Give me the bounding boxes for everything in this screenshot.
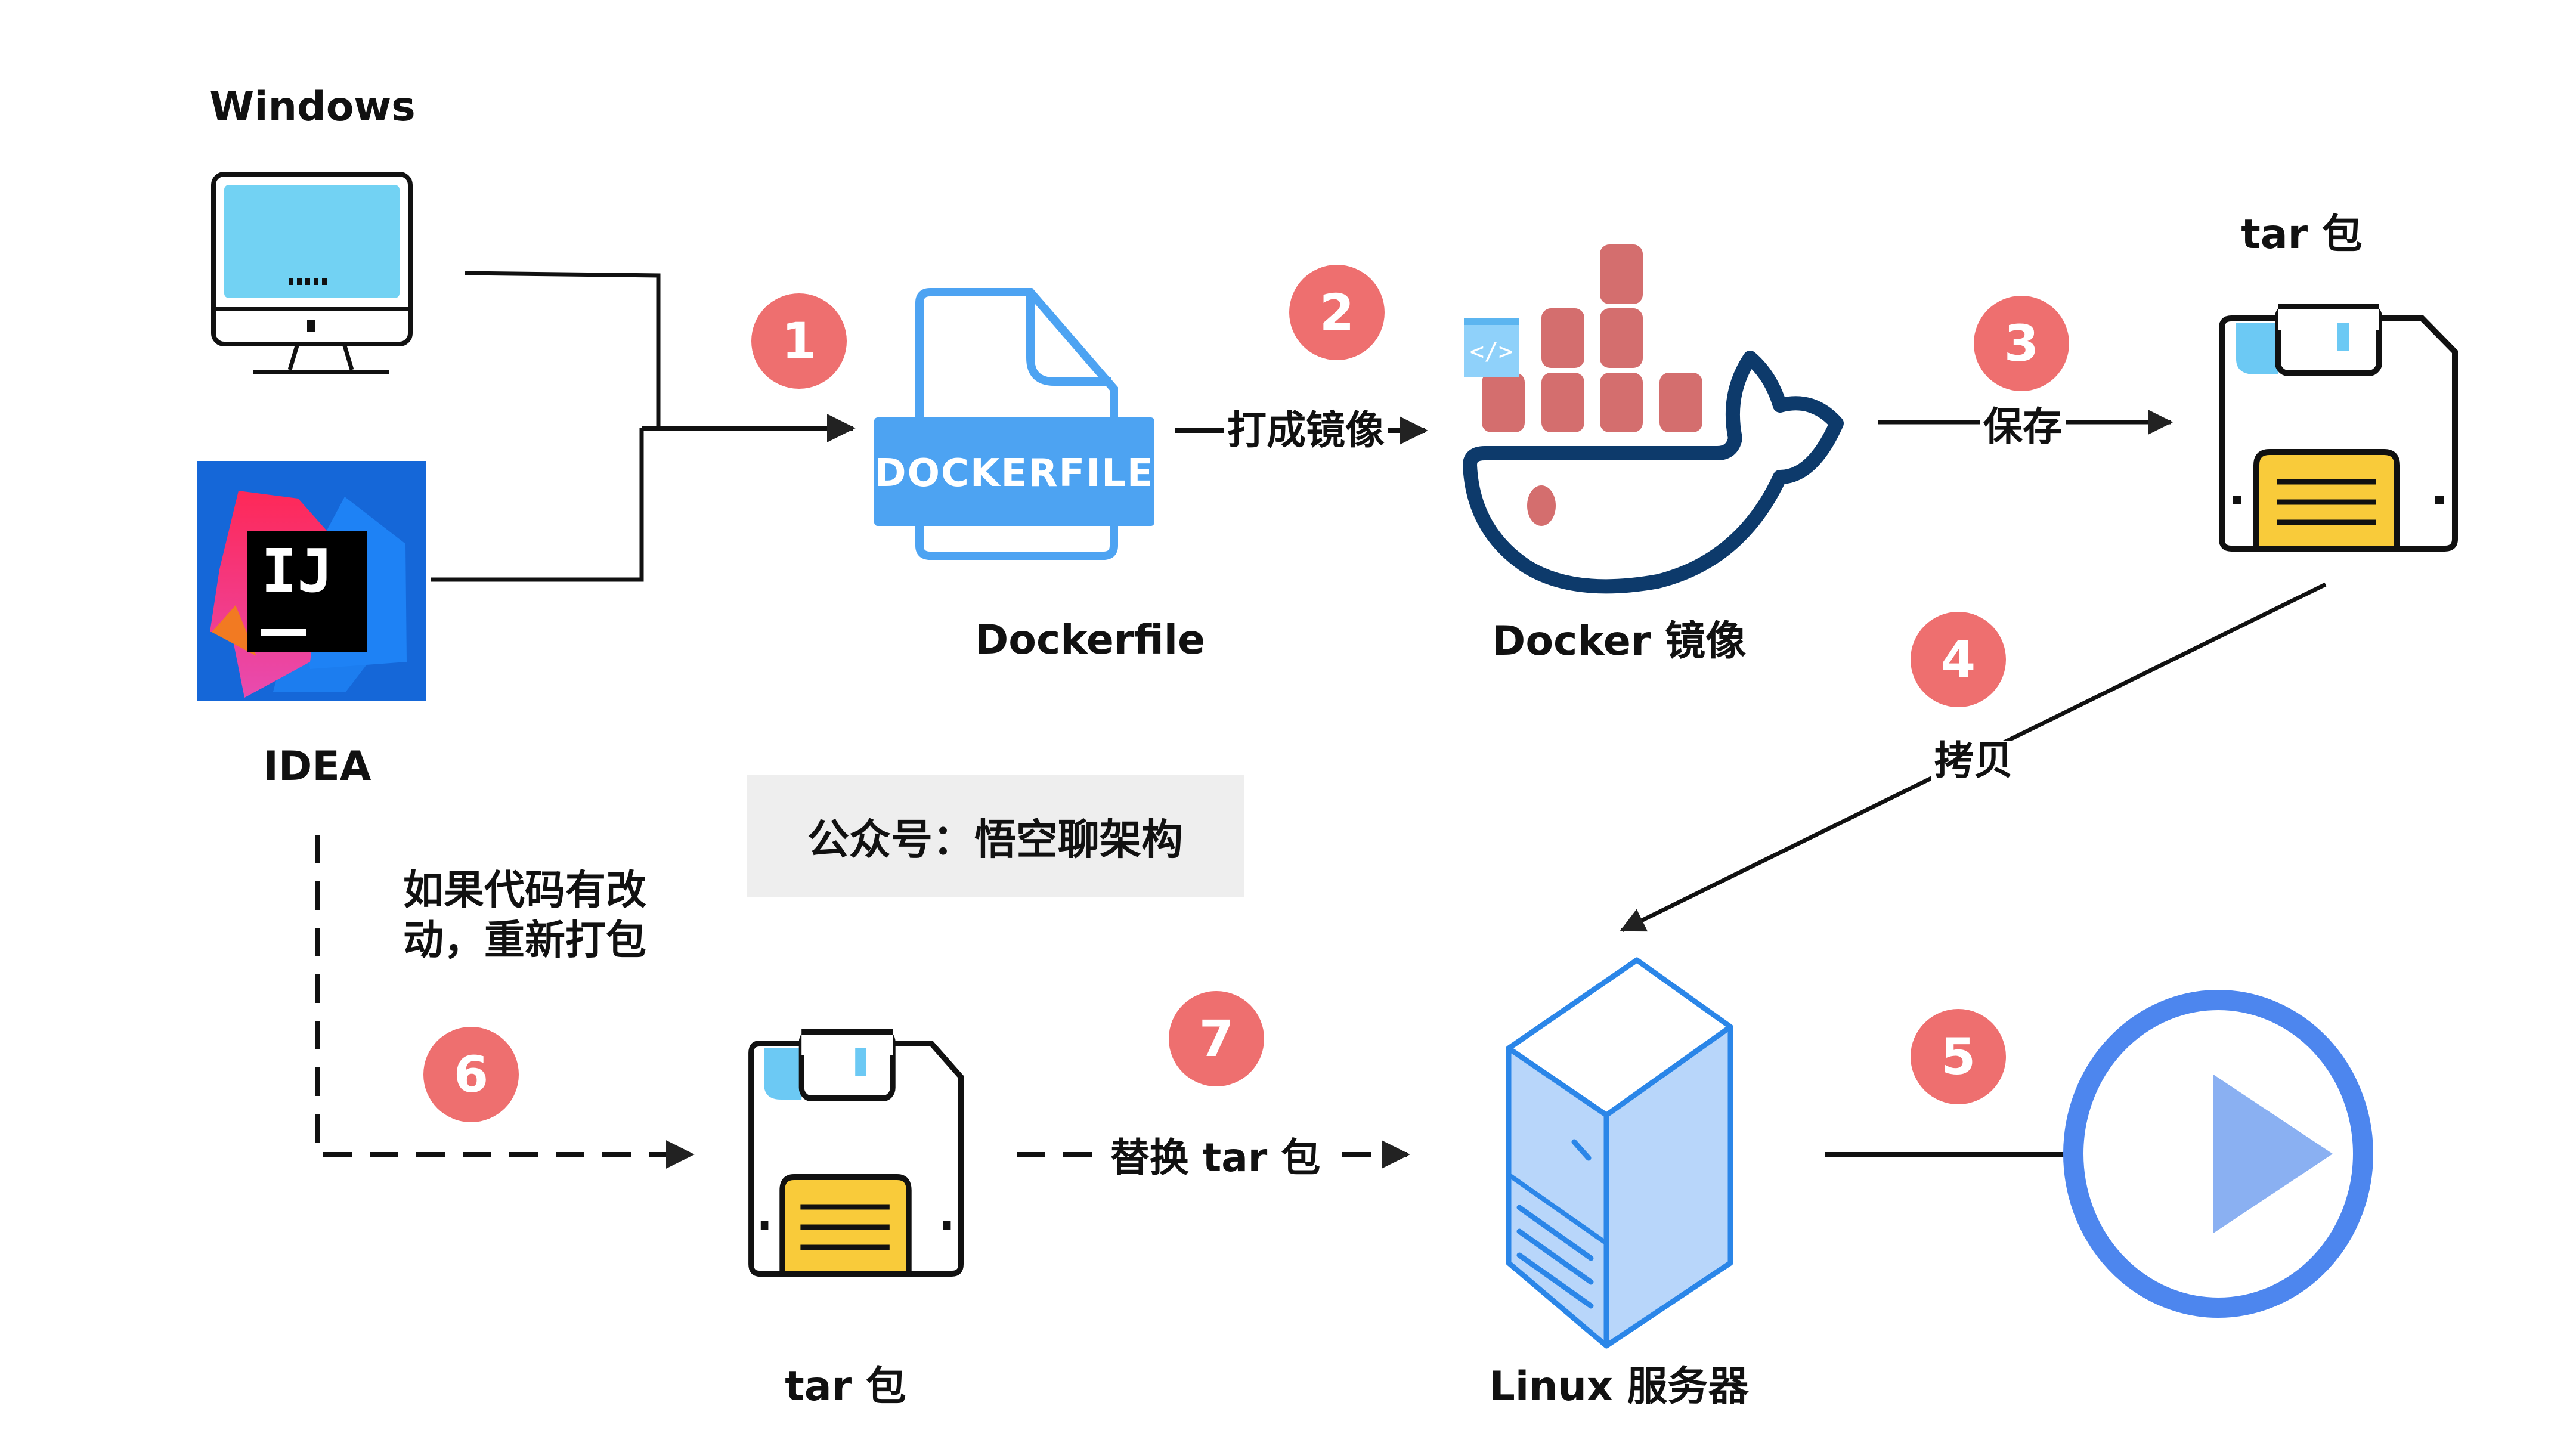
svg-text:</>: </> (1470, 338, 1513, 366)
connector-idea-to-merge (431, 428, 644, 582)
edge-label-replace-tar: 替换 tar 包 (1106, 1138, 1324, 1178)
step-badge-2: 2 (1289, 265, 1385, 360)
watermark-box: 公众号：悟空聊架构 (747, 775, 1244, 897)
edge-label-save: 保存 (1980, 407, 2066, 447)
node-label-dockerfile: Dockerfile (974, 617, 1206, 664)
play-circle-icon[interactable] (2063, 990, 2373, 1318)
server-icon (1506, 957, 1733, 1349)
edge-label-copy: 拷贝 (1931, 741, 2017, 781)
dashed-arrow-idea-to-tar (315, 835, 695, 1169)
step-badge-5: 5 (1911, 1009, 2006, 1104)
edge-label-build-image: 打成镜像 (1224, 411, 1388, 450)
node-label-windows: Windows (209, 83, 416, 131)
intellij-idea-icon: IJ (197, 461, 426, 701)
node-label-docker-image: Docker 镜像 (1491, 618, 1747, 665)
step-badge-7: 7 (1169, 991, 1264, 1086)
step-badge-3: 3 (1974, 296, 2069, 391)
rebuild-note: 如果代码有改 动，重新打包 (403, 866, 646, 966)
rebuild-note-line-2: 动，重新打包 (403, 917, 647, 964)
docker-whale-icon: </> (1463, 244, 1844, 594)
floppy-disk-icon-top (2219, 304, 2458, 552)
step-badge-6: 6 (423, 1027, 519, 1122)
node-label-tar-bottom: tar 包 (785, 1363, 906, 1410)
node-label-linux-server: Linux 服务器 (1489, 1363, 1749, 1410)
svg-text:DOCKERFILE: DOCKERFILE (874, 451, 1154, 496)
rebuild-note-line-1: 如果代码有改 (403, 867, 647, 914)
step-badge-1: 1 (751, 293, 847, 389)
svg-text:IJ: IJ (261, 536, 333, 606)
node-label-tar-top: tar 包 (2241, 211, 2363, 258)
dockerfile-icon: DOCKERFILE (874, 288, 1154, 560)
step-badge-4: 4 (1911, 612, 2006, 707)
connector-windows-to-merge (465, 271, 661, 428)
watermark-text: 公众号：悟空聊架构 (807, 815, 1183, 864)
floppy-disk-icon-bottom (748, 1029, 964, 1277)
node-label-idea: IDEA (263, 743, 371, 790)
code-window-icon: </> (1464, 318, 1519, 377)
monitor-icon (211, 172, 413, 374)
